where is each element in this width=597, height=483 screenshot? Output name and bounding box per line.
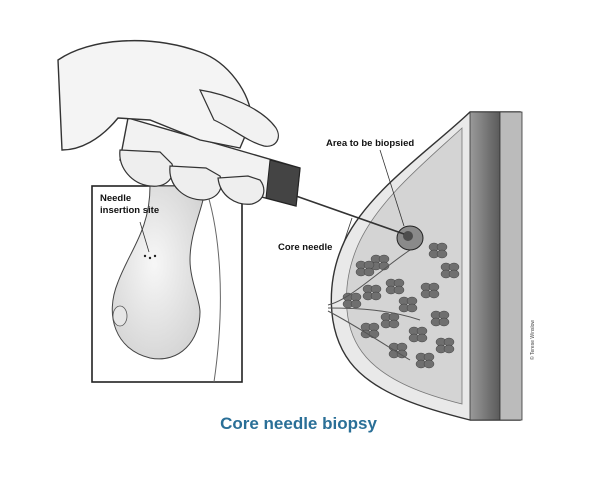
lobule-group: [342, 242, 460, 369]
lobule: [436, 249, 448, 259]
hand-palm: [57, 40, 253, 151]
insertion-dot: [143, 254, 147, 258]
nipple-ducts: [327, 249, 421, 361]
lobule: [370, 291, 382, 301]
label-area-to-be-biopsied: Area to be biopsied: [326, 138, 415, 149]
lobule: [368, 329, 380, 339]
core-needle-shaft: [295, 195, 405, 235]
lobule: [350, 299, 362, 309]
figure-caption: Core needle biopsy: [220, 414, 377, 433]
chest-muscle: [469, 111, 501, 421]
lobule: [396, 349, 408, 359]
lobule: [416, 333, 428, 343]
lobule: [393, 285, 405, 295]
device-tip: [265, 159, 301, 207]
insertion-dot: [148, 256, 152, 260]
biopsy-target-core: [403, 231, 413, 241]
lobule: [406, 303, 418, 313]
illustration-credit: © Terese Winslow: [530, 320, 536, 360]
lobule: [388, 319, 400, 329]
lobule: [438, 317, 450, 327]
label-needle-insertion-line2: insertion site: [100, 205, 160, 216]
area-leader: [379, 149, 405, 227]
lobule: [448, 269, 460, 279]
hand-thumb: [198, 89, 279, 147]
inset-nipple: [112, 305, 128, 327]
inset-breast-view: [91, 185, 243, 383]
hand-finger: [217, 175, 265, 205]
lobule: [378, 261, 390, 271]
inset-breast-shape: [111, 185, 206, 360]
chest-wall: [499, 111, 523, 421]
inset-torso-edge: [204, 185, 221, 383]
insertion-dot: [153, 254, 157, 258]
label-core-needle: Core needle: [278, 242, 333, 253]
lobule: [363, 267, 375, 277]
hand: [57, 40, 279, 205]
breast-cross-section: [327, 111, 523, 421]
insertion-leader: [139, 221, 150, 253]
label-needle-insertion-line1: Needle: [100, 193, 132, 204]
core-needle-leader: [343, 217, 353, 243]
lobule: [423, 359, 435, 369]
lobule: [443, 344, 455, 354]
lobule: [428, 289, 440, 299]
